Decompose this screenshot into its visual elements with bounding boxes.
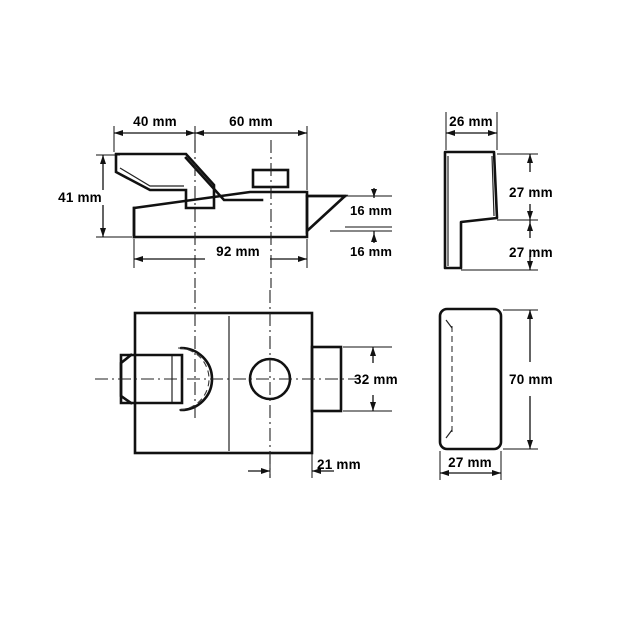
dim-40-arrow-left [114,130,123,136]
dim-32-label: 32 mm [354,372,398,387]
dimension-70mm: 70 mm [503,309,553,450]
dim-21-arrow-right [312,468,321,474]
dimension-27mm-width: 27 mm [439,451,502,480]
dim-60-arrow-right [298,130,307,136]
view-keep-front-face: 70 mm 27 mm [438,307,553,480]
keep-face-left-edge-line [445,319,453,329]
keep-profile-return-edge [491,155,495,217]
dimension-21mm: 21 mm [248,440,361,478]
lever-handle-fold-line [119,167,184,187]
dimension-26mm: 26 mm [445,112,498,150]
keep-profile-outline [443,150,499,270]
dim-16a-arrow [371,189,377,197]
dim-70-arrow-bottom [527,440,533,449]
dim-27b-arrow-top [527,222,533,231]
dim-21-label: 21 mm [317,457,361,472]
dim-60-label: 60 mm [229,114,273,129]
dim-41-arrow-top [100,155,106,164]
dim-26-arrow-left [446,130,455,136]
dim-16b-label: 16 mm [350,244,392,259]
dim-40-arrow-right [186,130,195,136]
dimension-40mm: 40 mm [113,114,196,152]
dim-92-arrow-left [134,256,143,262]
dim-92-arrow-right [298,256,307,262]
dimension-16mm-lower: 16 mm [330,230,392,259]
dim-32-arrow-top [370,347,376,356]
dim-70-arrow-top [527,310,533,319]
dim-27b-label: 27 mm [509,245,553,260]
lever-wedge-outline [184,156,264,202]
dimension-41mm: 41 mm [58,154,132,238]
keep-face-outline [438,307,503,451]
keep-face-left-edge-line-bottom [445,429,453,439]
latch-bolt-head-arc-hidden [177,347,210,411]
dim-16b-arrow [371,233,377,242]
view-side-elevation: 40 mm 60 mm 41 mm [58,114,392,288]
dimension-32mm: 32 mm [343,346,398,412]
dim-70-label: 70 mm [509,372,553,387]
dim-21-arrow-left [261,468,270,474]
dim-26-label: 26 mm [449,114,493,129]
dim-27b-arrow-bottom [527,261,533,270]
dimension-16mm-upper: 16 mm [345,188,392,228]
dim-27c-arrow-left [440,470,449,476]
dimension-92mm: 92 mm [133,239,308,268]
dim-40-label: 40 mm [133,114,177,129]
dim-41-label: 41 mm [58,190,102,205]
dim-27a-label: 27 mm [509,185,553,200]
dimension-60mm: 60 mm [194,114,308,190]
view-keep-side-profile: 26 mm 27 mm 27 mm [443,112,553,271]
dim-41-arrow-bottom [100,228,106,237]
dim-32-arrow-bottom [370,402,376,411]
view-plan: 32 mm 21 mm [95,290,398,478]
dimension-27mm-lower: 27 mm [461,219,553,271]
dim-27c-label: 27 mm [448,455,492,470]
dim-27a-arrow-top [527,154,533,163]
dim-16a-label: 16 mm [350,203,392,218]
dim-27c-arrow-right [492,470,501,476]
dim-92-label: 92 mm [216,244,260,259]
dim-27a-arrow-bottom [527,211,533,220]
dim-60-arrow-left [195,130,204,136]
dim-26-arrow-right [488,130,497,136]
